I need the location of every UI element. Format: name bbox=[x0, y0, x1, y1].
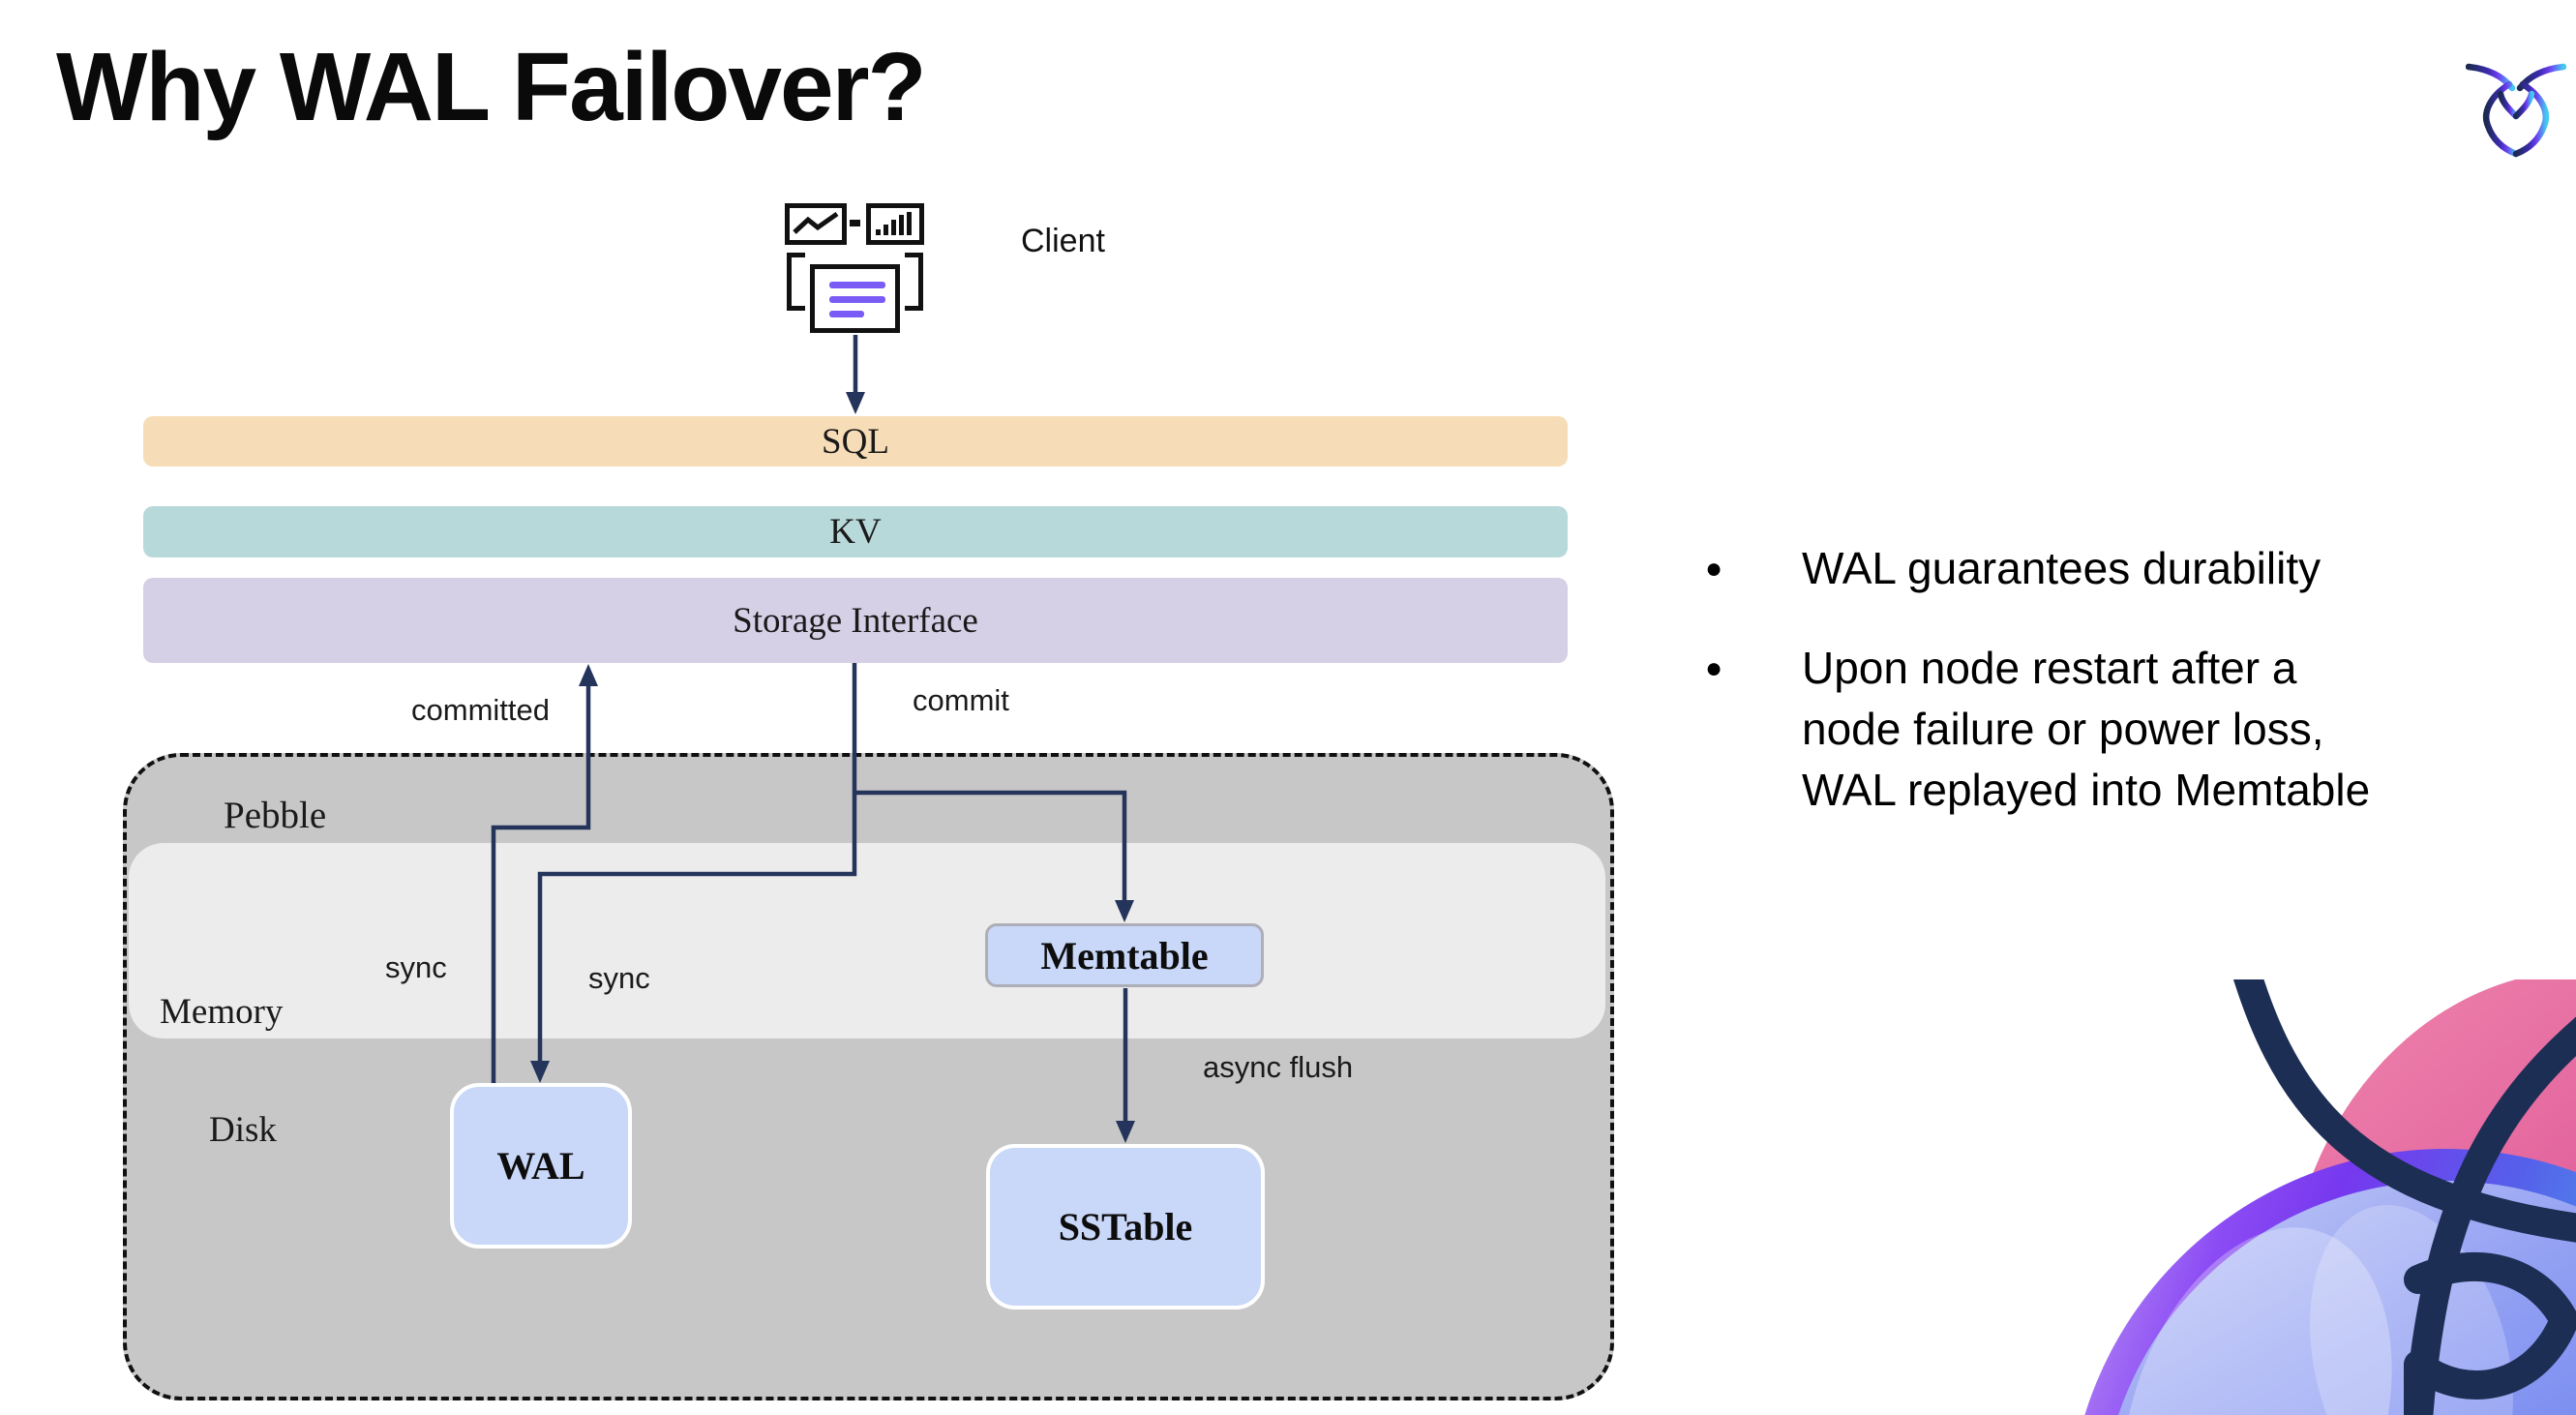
cockroachdb-logo-icon bbox=[2466, 63, 2566, 158]
arrowhead-committed bbox=[579, 664, 598, 686]
client-label: Client bbox=[1021, 223, 1105, 259]
client-bracket-right-icon bbox=[905, 253, 923, 311]
bullet-text: Upon node restart after a node failure o… bbox=[1802, 643, 2371, 815]
client-document-icon bbox=[810, 264, 900, 333]
edge-label-sync-1: sync bbox=[385, 950, 447, 984]
bullet-text: WAL guarantees durability bbox=[1802, 543, 2321, 593]
artwork-roach-glyph bbox=[2232, 979, 2576, 1415]
arrowhead-client-to-sql bbox=[846, 392, 865, 414]
edge-label-commit: commit bbox=[913, 683, 1009, 717]
decorative-brand-artwork bbox=[1995, 979, 2576, 1415]
layer-sql: SQL bbox=[143, 416, 1568, 467]
bullet-item: ● WAL guarantees durability bbox=[1705, 538, 2576, 599]
layer-kv: KV bbox=[143, 506, 1568, 557]
bullet-dot-icon: ● bbox=[1705, 652, 1723, 684]
client-bracket-left-icon bbox=[787, 253, 805, 311]
node-wal: WAL bbox=[450, 1083, 632, 1249]
bullet-item: ● Upon node restart after a node failure… bbox=[1705, 638, 2576, 821]
disk-label: Disk bbox=[209, 1110, 277, 1150]
client-dash-icon bbox=[850, 220, 860, 226]
memory-band bbox=[129, 843, 1605, 1039]
client-barchart-icon bbox=[866, 203, 924, 245]
memory-label: Memory bbox=[160, 992, 284, 1032]
edge-label-async-flush: async flush bbox=[1203, 1050, 1354, 1084]
bullet-dot-icon: ● bbox=[1705, 553, 1723, 585]
client-linechart-icon bbox=[785, 203, 847, 245]
edge-label-sync-2: sync bbox=[588, 961, 650, 995]
node-sstable: SSTable bbox=[986, 1144, 1265, 1310]
edge-label-committed: committed bbox=[411, 693, 550, 727]
pebble-label: Pebble bbox=[224, 795, 327, 836]
layer-storage-interface: Storage Interface bbox=[143, 578, 1568, 663]
bullet-list: ● WAL guarantees durability ● Upon node … bbox=[1705, 538, 2576, 859]
page-title: Why WAL Failover? bbox=[56, 33, 927, 141]
node-memtable: Memtable bbox=[985, 923, 1264, 987]
